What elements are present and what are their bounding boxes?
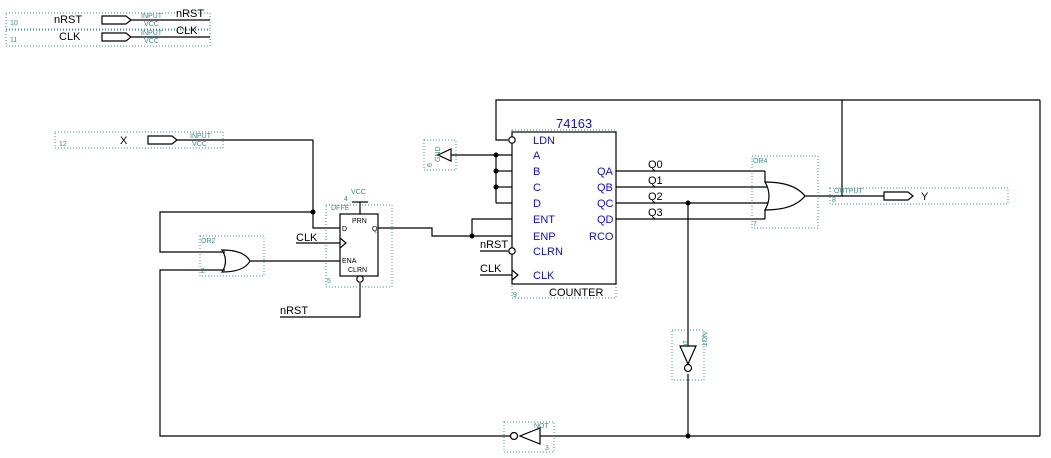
junctions — [310, 152, 691, 439]
wires — [159, 99, 1041, 437]
input-clk-vcc: VCC — [144, 38, 159, 45]
input-clk-number: 11 — [10, 37, 17, 44]
counter-pin-d: D — [533, 198, 541, 210]
counter-right-pins: QA QB QC QD RCO — [589, 166, 614, 243]
input-clk[interactable]: 11 CLK INPUT VCC CLK — [5, 25, 211, 47]
net-q0: Q0 — [648, 159, 663, 171]
not-v-type: NOT — [700, 332, 707, 348]
or2-number: 2 — [201, 268, 205, 275]
dffe-pin-q: Q — [372, 226, 378, 233]
input-nrst-number: 10 — [10, 20, 18, 27]
counter-left-pins: LDN A B C D ENT ENP CLRN CLK — [533, 135, 563, 282]
counter-pin-clrn: CLRN — [533, 246, 563, 258]
dffe-clk-net: CLK — [296, 232, 318, 244]
net-q2: Q2 — [648, 191, 663, 203]
counter-pin-clk: CLK — [533, 270, 555, 282]
counter-pin-qd: QD — [597, 214, 614, 226]
counter-nrst-net: nRST — [480, 239, 508, 251]
input-clk-type: INPUT — [141, 30, 163, 37]
or4-number: 7 — [753, 221, 757, 228]
not-v-number: 10 — [681, 340, 688, 348]
counter-pin-ent: ENT — [533, 214, 555, 226]
q-net-labels: Q0 Q1 Q2 Q3 — [648, 159, 663, 219]
gnd-label: GND — [435, 146, 442, 162]
input-nrst-net: nRST — [176, 8, 204, 20]
dffe-pin-prn: PRN — [352, 218, 367, 225]
counter-pin-ldn: LDN — [533, 135, 555, 147]
or2-type: OR2 — [201, 238, 216, 245]
not-gate-horizontal[interactable]: NOT 3 — [503, 421, 555, 453]
counter-pin-b: B — [533, 166, 540, 178]
dffe-type: DFFE — [331, 205, 350, 212]
output-type: OUTPUT — [834, 188, 864, 195]
input-clk-net: CLK — [176, 25, 198, 37]
dffe-pin-d: D — [342, 226, 347, 233]
counter-name: COUNTER — [549, 287, 603, 299]
counter-pin-qb: QB — [597, 182, 613, 194]
counter-pin-c: C — [533, 182, 541, 194]
net-q3: Q3 — [648, 207, 663, 219]
input-nrst-label: nRST — [54, 14, 82, 26]
dffe-vcc-label: VCC — [351, 189, 366, 196]
counter-number: 9 — [513, 292, 517, 299]
input-nrst-vcc: VCC — [144, 21, 159, 28]
counter-pin-enp: ENP — [533, 231, 556, 243]
or4-type: OR4 — [753, 158, 768, 165]
not-gate-vertical[interactable]: 10 NOT — [671, 329, 707, 381]
input-x[interactable]: 12 X INPUT VCC — [54, 131, 313, 149]
input-x-type: INPUT — [190, 133, 212, 140]
dffe-pin-clrn: CLRN — [348, 267, 367, 274]
net-q1: Q1 — [648, 175, 663, 187]
input-x-vcc: VCC — [192, 141, 207, 148]
counter-pin-qa: QA — [597, 166, 614, 178]
input-x-label: X — [120, 135, 128, 147]
gnd-symbol[interactable]: 6 GND — [423, 139, 457, 171]
gnd-number: 6 — [427, 163, 434, 167]
or2-gate[interactable]: OR2 2 — [199, 235, 265, 277]
output-y[interactable]: OUTPUT 8 Y — [829, 187, 1009, 205]
not-h-type: NOT — [534, 423, 550, 430]
dffe-rst-net: nRST — [280, 305, 308, 317]
output-label: Y — [921, 191, 929, 203]
or4-gate[interactable]: OR4 7 — [751, 155, 819, 229]
dffe-pin-ena: ENA — [342, 258, 357, 265]
counter-pin-rco: RCO — [589, 231, 614, 243]
input-x-number: 12 — [59, 141, 67, 148]
counter-74163[interactable]: 74163 COUNTER 9 LDN A B C D ENT ENP CLRN… — [480, 116, 617, 299]
not-h-number: 3 — [545, 445, 549, 452]
counter-pin-qc: QC — [597, 198, 614, 210]
input-nrst[interactable]: 10 nRST INPUT VCC nRST — [5, 8, 211, 30]
dffe-flipflop[interactable]: DFFE 5 4 VCC PRN D Q ENA CLRN CLK nRST — [280, 189, 393, 317]
dffe-vcc-number: 4 — [344, 196, 348, 203]
counter-title: 74163 — [556, 116, 592, 131]
input-clk-label: CLK — [59, 31, 81, 43]
output-number: 8 — [832, 197, 836, 204]
counter-pin-a: A — [533, 150, 541, 162]
input-nrst-type: INPUT — [141, 13, 163, 20]
counter-clk-net: CLK — [480, 263, 502, 275]
dffe-number: 5 — [327, 278, 331, 285]
